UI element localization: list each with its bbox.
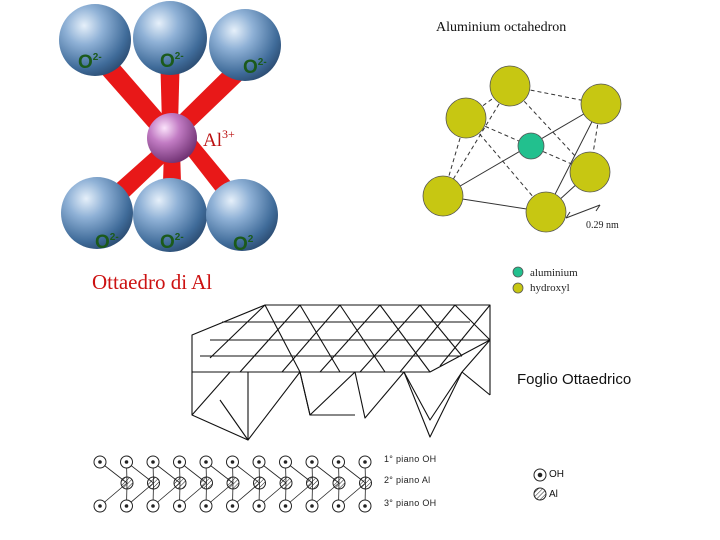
atom-center-dot bbox=[204, 460, 208, 464]
aluminium-atom bbox=[359, 476, 372, 490]
plane-3-label: 3° piano OH bbox=[384, 498, 437, 508]
plane-1-label: 1° piano OH bbox=[384, 454, 437, 464]
sheet-title: Foglio Ottaedrico bbox=[517, 371, 632, 388]
ottaedro-title: Ottaedro di Al bbox=[92, 270, 213, 294]
oxygen-label: O2- bbox=[95, 232, 119, 253]
oxygen-atom bbox=[206, 179, 278, 251]
atom-center-dot bbox=[204, 504, 208, 508]
hydroxyl-atom bbox=[569, 151, 611, 193]
oxygen-label: O2- bbox=[160, 232, 184, 253]
legend-aluminium-label: aluminium bbox=[530, 267, 578, 279]
aluminium-atom bbox=[253, 476, 266, 490]
aluminium-atom bbox=[147, 476, 160, 490]
atom-center-dot bbox=[230, 504, 235, 508]
legend-hydroxyl-label: hydroxyl bbox=[530, 282, 570, 294]
hydroxyl-atom bbox=[580, 83, 622, 125]
distance-label: 0.29 nm bbox=[586, 220, 619, 231]
atom-center-dot bbox=[310, 460, 314, 464]
oxygen-atom bbox=[133, 1, 207, 75]
aluminium-atom bbox=[517, 132, 545, 160]
oxygen-atom bbox=[59, 4, 131, 76]
legend-hydroxyl-swatch bbox=[512, 282, 524, 294]
hydroxyl-atom bbox=[525, 191, 567, 233]
atom-center-dot bbox=[257, 460, 261, 464]
atom-center-dot bbox=[336, 460, 341, 464]
atom-center-dot bbox=[177, 460, 182, 464]
circle-hatched-icon bbox=[533, 487, 547, 501]
atom-center-dot bbox=[363, 460, 367, 464]
atom-center-dot bbox=[363, 504, 367, 508]
oxygen-label: O2 bbox=[233, 234, 254, 255]
oxygen-label: O2- bbox=[78, 52, 102, 73]
atom-center-dot bbox=[336, 504, 341, 508]
atom-center-dot bbox=[98, 504, 102, 508]
atom-center-dot bbox=[98, 460, 102, 464]
atom-center-dot bbox=[310, 504, 314, 508]
aluminium-label: Al3+ bbox=[203, 127, 235, 151]
aluminium-atom bbox=[332, 476, 346, 490]
hydroxyl-atom bbox=[489, 65, 531, 107]
aluminium-atom bbox=[279, 476, 293, 490]
aluminium-octahedron-title: Aluminium octahedron bbox=[436, 20, 567, 35]
legend-aluminium-swatch bbox=[512, 266, 524, 278]
oxygen-atom bbox=[209, 9, 281, 81]
oxygen-atom bbox=[133, 178, 207, 252]
atom-center-dot bbox=[283, 460, 288, 464]
oxygen-label: O2- bbox=[243, 57, 267, 78]
plane-2-label: 2° piano Al bbox=[384, 475, 431, 485]
key-oh-label: OH bbox=[549, 469, 564, 480]
aluminium-atom bbox=[200, 476, 213, 490]
atom-center-dot bbox=[151, 504, 155, 508]
oxygen-atom bbox=[61, 177, 133, 249]
atom-center-dot bbox=[124, 504, 129, 508]
hydroxyl-atom bbox=[445, 97, 487, 139]
atom-center-dot bbox=[257, 504, 261, 508]
aluminium-atom bbox=[306, 476, 319, 490]
atom-center-dot bbox=[230, 460, 235, 464]
atom-center-dot bbox=[151, 460, 155, 464]
atom-center-dot bbox=[177, 504, 182, 508]
aluminium-atom bbox=[226, 476, 240, 490]
atom-center-dot bbox=[124, 460, 129, 464]
atom-center-dot bbox=[283, 504, 288, 508]
key-al-label: Al bbox=[549, 489, 558, 500]
aluminium-atom bbox=[173, 476, 187, 490]
hydroxyl-atom bbox=[422, 175, 464, 217]
aluminium-atom bbox=[120, 476, 134, 490]
oxygen-label: O2- bbox=[160, 51, 184, 72]
aluminium-atom bbox=[147, 113, 197, 163]
